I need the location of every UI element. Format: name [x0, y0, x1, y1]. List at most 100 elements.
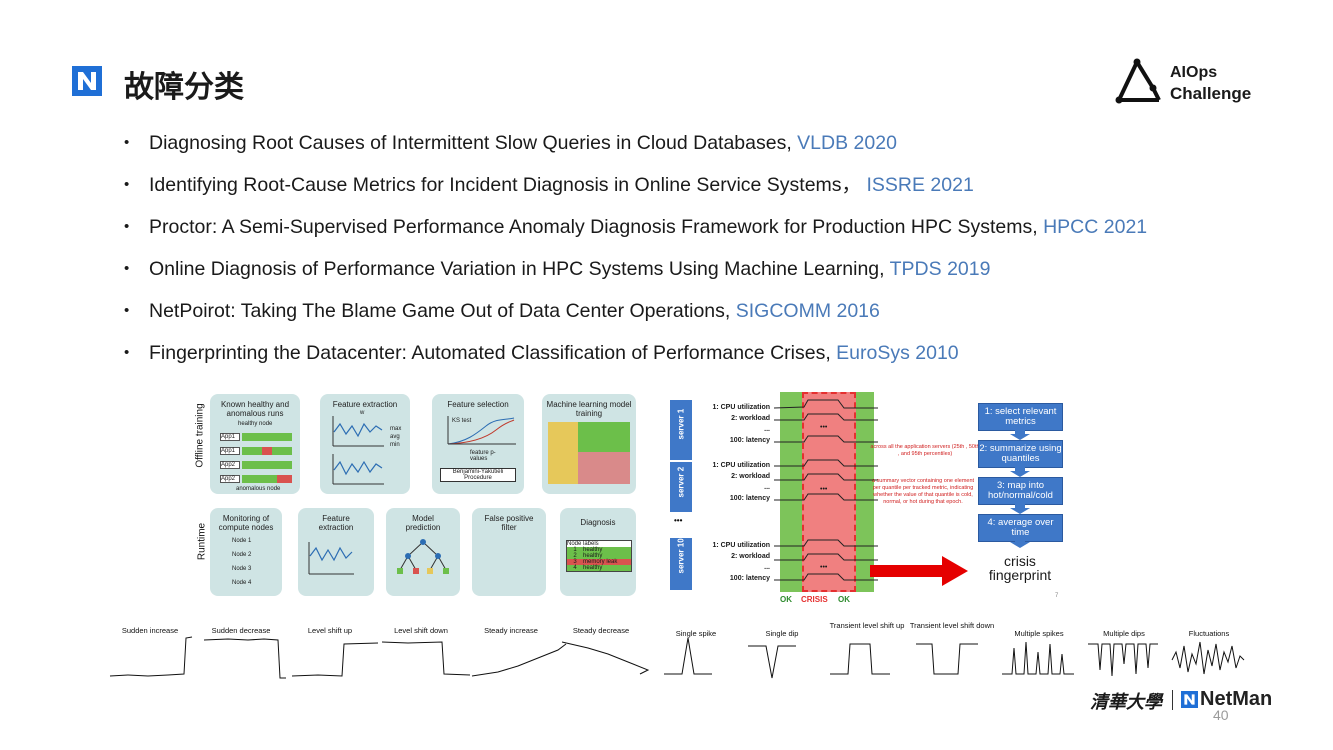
- pattern-label: Multiple dips: [1103, 629, 1145, 638]
- crisis-ellipsis: •••: [820, 424, 828, 431]
- reference-item: Identifying Root-Cause Metrics for Incid…: [124, 172, 1147, 214]
- crisis-band: [802, 392, 856, 592]
- stat-min: min: [390, 442, 400, 448]
- summary-vector-note: a summary vector containing one element …: [871, 478, 975, 505]
- pattern-label: Sudden decrease: [211, 626, 271, 635]
- hpc-diagnosis-figure: Offline training Runtime Known healthy a…: [190, 390, 640, 600]
- runtime-wave-chart: [308, 542, 354, 575]
- false-positive-panel: False positive filter: [472, 508, 546, 596]
- reference-title: NetPoirot: Taking The Blame Game Out of …: [149, 300, 736, 322]
- app-row: App2: [220, 458, 292, 472]
- reference-title: Identifying Root-Cause Metrics for Incid…: [149, 174, 867, 196]
- page-number: 40: [1213, 707, 1229, 723]
- known-runs-title: Known healthy and anomalous runs: [220, 400, 290, 418]
- app-row: App1: [220, 430, 292, 444]
- pattern-curves: [109, 636, 1245, 679]
- metric-wave-chart: [332, 416, 384, 485]
- healthy-node-label: healthy node: [238, 421, 273, 427]
- status-ok: OK: [780, 595, 792, 604]
- multiple-spikes-curve: [1002, 641, 1074, 675]
- server-ellipsis: •••: [674, 516, 683, 525]
- runtime-feature-panel: Feature extraction: [298, 508, 374, 596]
- reference-venue: TPDS 2019: [889, 258, 991, 280]
- offline-training-label: Offline training: [194, 403, 206, 468]
- runtime-label: Runtime: [196, 522, 208, 561]
- pattern-label: Transient level shift down: [909, 621, 995, 630]
- fingerprint-figure: server 1 server 2 server 1000 ••• 1: CPU…: [670, 388, 1070, 606]
- reference-item: Fingerprinting the Datacenter: Automated…: [124, 340, 1147, 382]
- reference-item: Diagnosing Root Causes of Intermittent S…: [124, 130, 1147, 172]
- server-metric-lines: [774, 399, 878, 581]
- challenge-text: Challenge: [1170, 84, 1252, 103]
- step-map-hot-cold: 3: map into hot/normal/cold: [978, 477, 1063, 505]
- pattern-label: Sudden increase: [121, 626, 179, 635]
- transient-down-curve: [916, 643, 978, 675]
- reference-item: Proctor: A Semi-Supervised Performance A…: [124, 214, 1147, 256]
- crisis-arrow-icon: [870, 556, 968, 586]
- flow-arrows: [1010, 428, 1030, 548]
- node-label: Node 3: [232, 566, 252, 572]
- bh-procedure-box: Benjamini-Yakutieli Procedure: [440, 468, 516, 482]
- tree-icon: [397, 539, 449, 574]
- reference-venue: ISSRE 2021: [866, 174, 974, 196]
- feature-selection-title: Feature selection: [447, 400, 509, 409]
- status-crisis: CRISIS: [801, 595, 828, 604]
- feature-extraction-panel: Feature extraction w max avg min: [320, 394, 410, 494]
- node-label: Node 1: [232, 538, 252, 544]
- level-shift-up-curve: [291, 642, 379, 677]
- aiops-text: AIOps: [1170, 64, 1218, 81]
- node-label: Node 2: [232, 552, 252, 558]
- node-label: Node 4: [232, 580, 252, 586]
- window-label: w: [360, 410, 365, 416]
- step-select-metrics: 1: select relevant metrics: [978, 403, 1063, 431]
- app-row: App1: [220, 444, 292, 458]
- reference-list: Diagnosing Root Causes of Intermittent S…: [124, 130, 1147, 382]
- pattern-label: Single spike: [675, 629, 717, 638]
- monitoring-panel: Monitoring of compute nodes Node 1 Node …: [210, 508, 282, 596]
- ml-training-panel: Machine learning model training: [542, 394, 636, 494]
- quantile-note: across all the application servers (25th…: [870, 444, 980, 457]
- server-box: server 2: [670, 462, 692, 512]
- slide-title: 故障分类: [124, 70, 244, 105]
- step-summarize: 2: summarize using quantiles: [978, 440, 1063, 468]
- reference-item: Online Diagnosis of Performance Variatio…: [124, 256, 1147, 298]
- netman-logo-icon: [1181, 691, 1198, 708]
- reference-title: Proctor: A Semi-Supervised Performance A…: [149, 216, 1044, 238]
- netman-logo-text: NetMan: [1200, 688, 1273, 710]
- sudden-decrease-curve: [203, 638, 286, 679]
- figure-footnote: 7: [1055, 593, 1059, 599]
- pattern-label: Transient level shift up: [829, 621, 905, 630]
- ks-test-label: KS test: [452, 418, 472, 424]
- single-dip-curve: [748, 645, 796, 679]
- level-shift-down-curve: [381, 641, 471, 676]
- server-box: server 1: [670, 400, 692, 460]
- anomalous-node-label: anomalous node: [236, 486, 281, 492]
- reference-venue: SIGCOMM 2016: [735, 300, 880, 322]
- pattern-label: Steady increase: [484, 626, 538, 635]
- status-ok: OK: [838, 595, 850, 604]
- crisis-fingerprint-label: crisis fingerprint: [988, 553, 1052, 583]
- reference-title: Fingerprinting the Datacenter: Automated…: [149, 342, 837, 364]
- app-grid: App1 App1 App2 App2: [220, 430, 292, 486]
- pattern-label: Multiple spikes: [1014, 629, 1064, 638]
- stat-avg: avg: [390, 434, 400, 440]
- monitoring-title: Monitoring of compute nodes: [218, 514, 274, 532]
- reference-venue: EuroSys 2010: [836, 342, 959, 364]
- crisis-ellipsis: •••: [820, 486, 828, 493]
- runtime-feature-title: Feature extraction: [318, 514, 354, 532]
- pattern-label: Single dip: [765, 629, 799, 638]
- cdf-chart: [447, 416, 516, 445]
- sudden-increase-curve: [109, 636, 193, 677]
- single-spike-curve: [664, 637, 712, 675]
- pattern-label: Fluctuations: [1188, 629, 1230, 638]
- reference-item: NetPoirot: Taking The Blame Game Out of …: [124, 298, 1147, 340]
- reference-venue: HPCC 2021: [1043, 216, 1148, 238]
- pattern-label: Steady decrease: [572, 626, 630, 635]
- footer-divider: [1172, 690, 1173, 710]
- aiops-triangle-icon: [1115, 58, 1161, 104]
